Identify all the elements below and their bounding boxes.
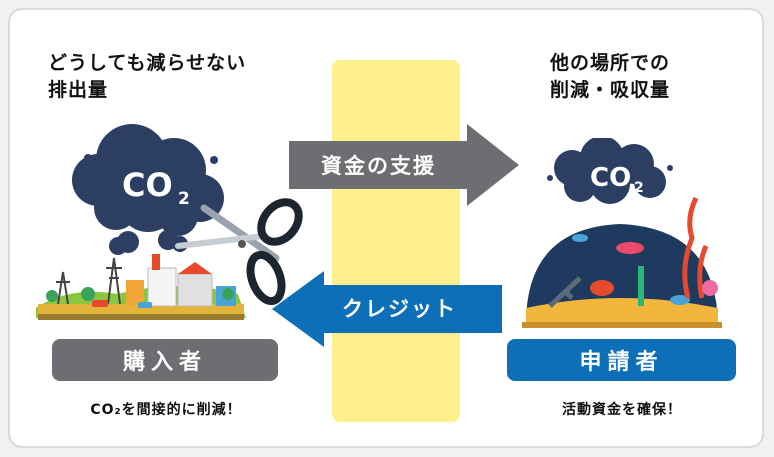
right-co2-sub: 2 (634, 180, 644, 196)
credit-arrow: クレジット (272, 271, 502, 347)
left-co2-text: CO (122, 166, 173, 204)
funding-arrow-label: 資金の支援 (321, 154, 436, 178)
center-yellow-band (332, 60, 460, 422)
diagram-card: どうしても減らせない 排出量 他の場所での 削減・吸収量 CO 2 (8, 8, 764, 448)
credit-arrow-label: クレジット (342, 297, 457, 321)
scissors-icon (175, 198, 303, 306)
applicant-heading-line2: 削減・吸収量 (550, 79, 671, 101)
applicant-caption: 活動資金を確保！ (562, 402, 682, 418)
left-co2-sub: 2 (178, 189, 190, 209)
co2-cloud-icon: CO 2 (72, 124, 224, 236)
right-co2-text: CO (590, 163, 631, 193)
applicant-label-box: 申請者 (507, 339, 736, 381)
co2-cloud-icon: CO 2 (547, 136, 673, 204)
buyer-label-box: 購入者 (52, 339, 278, 381)
buyer-caption: CO₂を間接的に削減！ (90, 402, 242, 418)
absorption-illustration: CO 2 (510, 136, 740, 328)
buyer-heading: どうしても減らせない 排出量 (48, 50, 246, 104)
buyer-heading-line2: 排出量 (48, 79, 109, 101)
applicant-heading: 他の場所での 削減・吸収量 (550, 50, 670, 104)
emission-illustration: CO 2 (28, 118, 308, 328)
funding-arrow: 資金の支援 (289, 124, 519, 206)
buyer-heading-line1: どうしても減らせない (48, 52, 247, 74)
applicant-heading-line1: 他の場所での (550, 52, 671, 74)
